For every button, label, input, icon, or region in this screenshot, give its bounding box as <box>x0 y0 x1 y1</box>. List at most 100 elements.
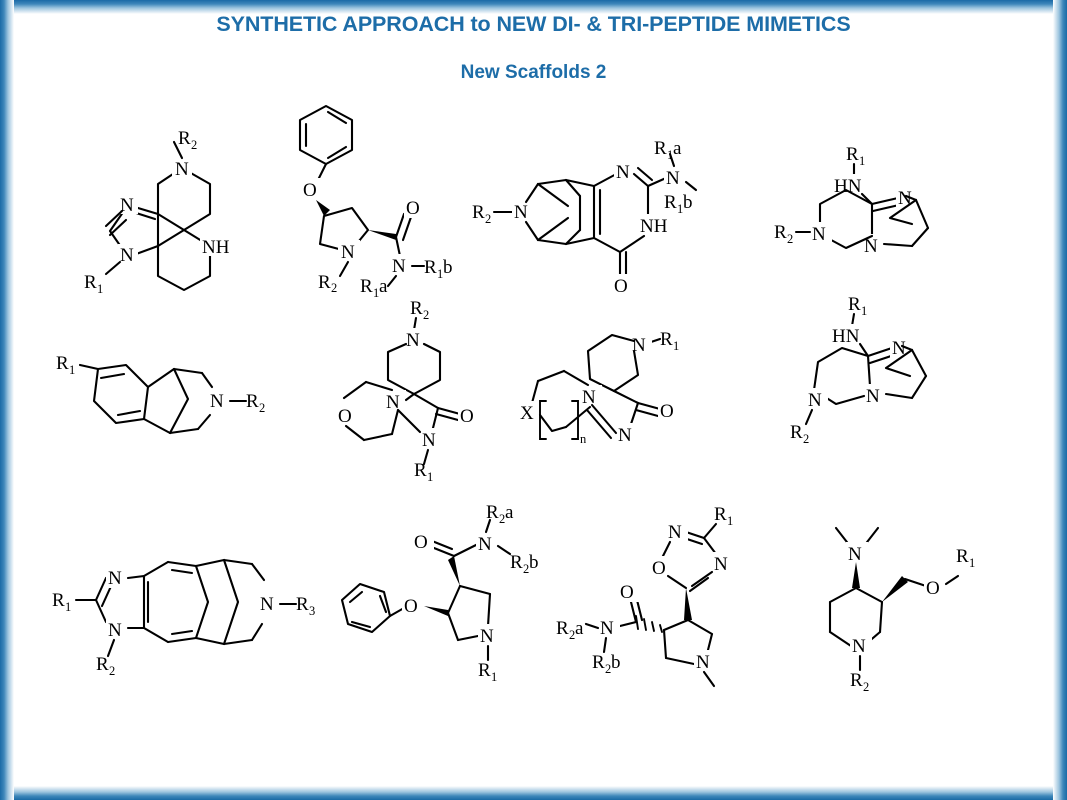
label-r2a-suffix: a <box>575 618 584 639</box>
label-r2: R <box>774 222 787 243</box>
atom-o-carbonyl: O <box>414 532 428 553</box>
label-r2b-suffix: b <box>529 552 539 573</box>
atom-n-amide: N <box>600 618 614 639</box>
label-r2-sub: 2 <box>259 401 265 415</box>
structure-12[interactable]: N N R 2 O R 1 <box>796 514 981 694</box>
label-r1b-suffix: b <box>443 257 453 278</box>
label-r1a-sub: 1 <box>373 286 379 300</box>
label-r1-sub: 1 <box>727 514 733 528</box>
label-r2: R <box>410 298 423 319</box>
structure-7[interactable]: R 1 N O N N <box>504 303 699 473</box>
label-r1-sub: 1 <box>673 339 679 353</box>
structure-10[interactable]: O N R 1 O N R <box>338 502 563 684</box>
atom-n-amine: N <box>666 168 680 189</box>
atom-n-imidazole-top: N <box>108 568 122 589</box>
label-r1a-sub: 1 <box>667 148 673 162</box>
label-r2a-suffix: a <box>505 502 514 523</box>
label-r2-sub: 2 <box>423 308 429 322</box>
page-title: SYNTHETIC APPROACH to NEW DI- & TRI-PEPT… <box>216 12 851 36</box>
label-r2: R <box>790 422 803 443</box>
atom-n-bridge: N <box>514 202 528 223</box>
label-r2: R <box>850 670 863 691</box>
label-r1-sub: 1 <box>969 556 975 570</box>
label-r2b-suffix: b <box>611 652 621 673</box>
structure-3[interactable]: R 2 N N <box>468 138 703 297</box>
atom-nh: NH <box>640 216 668 237</box>
atom-n-bridge: N <box>866 386 880 407</box>
label-r2: R <box>96 654 109 675</box>
atom-o-ether: O <box>926 578 940 599</box>
label-r2a: R <box>486 502 499 523</box>
label-n-index: n <box>580 432 587 446</box>
page-subtitle: New Scaffolds 2 <box>460 62 607 83</box>
label-r1-sub: 1 <box>97 282 103 296</box>
structure-9[interactable]: R 1 N N R 2 <box>48 548 323 678</box>
label-r2-sub: 2 <box>863 680 869 694</box>
label-r1-sub: 1 <box>65 600 71 614</box>
label-r1: R <box>414 460 427 481</box>
atom-o-carbonyl: O <box>460 406 474 427</box>
structure-4[interactable]: R 1 HN N N N <box>774 142 984 282</box>
label-r1a-suffix: a <box>379 276 388 297</box>
label-r1-sub: 1 <box>427 470 433 484</box>
label-r2: R <box>246 391 259 412</box>
label-r1: R <box>478 660 491 681</box>
label-r1b-suffix: b <box>683 192 693 213</box>
structure-2[interactable]: O N R 2 O N R 1 b <box>278 92 463 300</box>
label-r1-sub: 1 <box>69 363 75 377</box>
label-r1a: R <box>360 276 373 297</box>
atom-n-bridge: N <box>864 236 878 257</box>
label-r2: R <box>472 202 485 223</box>
atom-o-morpholine: O <box>338 406 352 427</box>
atom-x: X <box>520 403 534 424</box>
label-r2a-sub: 2 <box>569 628 575 642</box>
label-r1-sub: 1 <box>491 670 497 684</box>
label-r1: R <box>956 546 969 567</box>
atom-n-imine: N <box>618 425 632 446</box>
label-r2-sub: 2 <box>331 281 337 295</box>
label-r1: R <box>56 353 69 374</box>
label-r2-sub: 2 <box>485 212 491 226</box>
label-r2a: R <box>556 618 569 639</box>
atom-hn: HN <box>832 326 860 347</box>
atom-n-piperidine: N <box>632 335 646 356</box>
label-r1: R <box>52 590 65 611</box>
label-r2a-sub: 2 <box>499 512 505 526</box>
atom-n-oxadiazole-right: N <box>714 554 728 575</box>
structure-1[interactable]: N R 2 NH N N R 1 <box>62 128 292 297</box>
atom-o-carbonyl: O <box>660 401 674 422</box>
atom-n-oxadiazole-top: N <box>668 522 682 543</box>
label-r2b-sub: 2 <box>523 562 529 576</box>
label-r2-sub: 2 <box>109 664 115 678</box>
label-r2-sub: 2 <box>787 232 793 246</box>
atom-n-imine: N <box>898 188 912 209</box>
structure-5[interactable]: R 1 N R 2 <box>50 345 280 450</box>
atom-n-piperidine: N <box>808 390 822 411</box>
label-r2: R <box>318 272 331 293</box>
structure-8[interactable]: R 1 HN N N N R 2 <box>786 292 981 452</box>
label-r1-sub: 1 <box>859 154 865 168</box>
structure-11[interactable]: R 1 N O N N <box>556 504 811 688</box>
atom-n-bridge: N <box>260 594 274 615</box>
atom-n-piperidine: N <box>812 224 826 245</box>
label-r1b-sub: 1 <box>677 202 683 216</box>
atom-n-imidazole-bottom: N <box>108 620 122 641</box>
label-r1b-sub: 1 <box>437 267 443 281</box>
label-r1a-suffix: a <box>673 138 682 159</box>
label-r1: R <box>848 294 861 315</box>
label-r2-sub: 2 <box>803 432 809 446</box>
atom-n-pyrrolidine: N <box>696 652 710 673</box>
structure-6[interactable]: R 2 N O N R 1 N <box>336 298 526 484</box>
label-r1: R <box>846 144 859 165</box>
atom-n-dimethylamino: N <box>848 544 862 565</box>
label-r2b: R <box>510 552 523 573</box>
atom-n-imine: N <box>892 338 906 359</box>
label-r1: R <box>660 329 673 350</box>
label-r3-sub: 3 <box>309 604 315 618</box>
label-r1: R <box>84 272 97 293</box>
label-r1-sub: 1 <box>861 304 867 318</box>
label-r1b: R <box>664 192 677 213</box>
label-r2: R <box>178 128 191 149</box>
atom-o-carbonyl: O <box>614 276 628 297</box>
